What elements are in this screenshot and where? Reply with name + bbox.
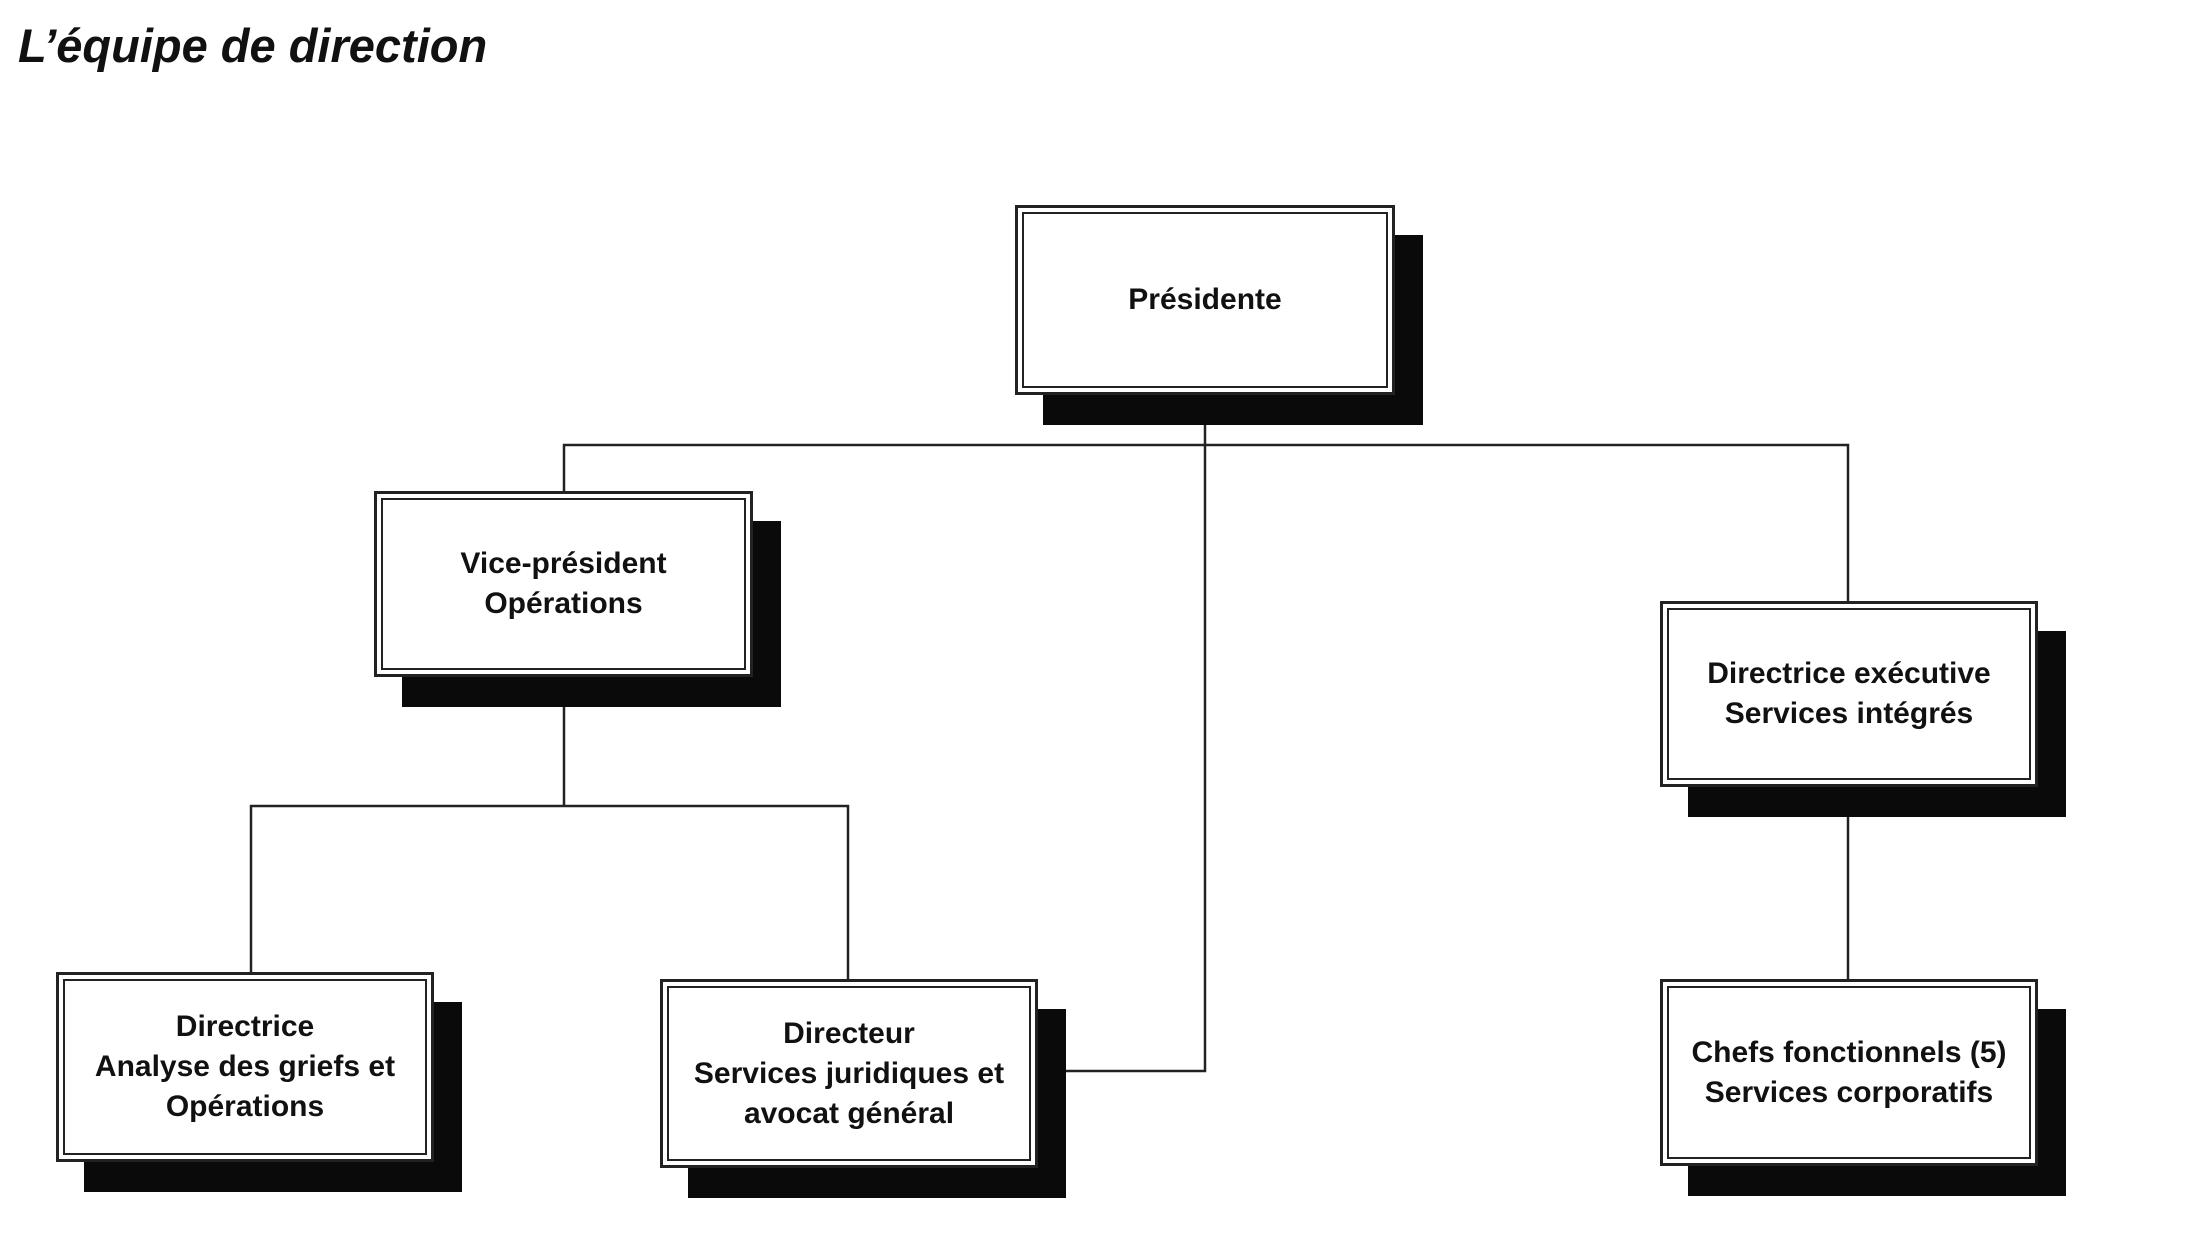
box-frame	[1015, 205, 1395, 395]
box-frame	[660, 979, 1038, 1168]
label-line: Services juridiques et	[693, 1056, 1005, 1090]
label-line: Services corporatifs	[1704, 1075, 1994, 1109]
connector-president-legal	[1038, 395, 1207, 1073]
node-functional-heads: Chefs fonctionnels (5) Services corporat…	[1660, 979, 2066, 1196]
node-director-grievances: Directrice Analyse des griefs et Opérati…	[56, 972, 462, 1192]
box-frame	[374, 491, 753, 677]
page-title: L’équipe de direction	[18, 19, 488, 72]
node-vp-operations: Vice-président Opérations	[374, 491, 781, 707]
node-label: Vice-président Opérations	[374, 491, 753, 677]
connector-vp-directors	[249, 677, 850, 979]
node-label: Présidente	[1015, 205, 1395, 395]
node-director-legal: Directeur Services juridiques et avocat …	[660, 979, 1066, 1198]
node-president: Présidente	[1015, 205, 1423, 425]
label-line: Services intégrés	[1724, 697, 1974, 730]
node-label: Directrice Analyse des griefs et Opérati…	[56, 972, 434, 1162]
box-frame	[1660, 601, 2038, 787]
label-line: Opérations	[165, 1090, 325, 1123]
node-label: Directrice exécutive Services intégrés	[1660, 601, 2038, 787]
label-line: Analyse des griefs et	[94, 1050, 396, 1083]
node-label: Directeur Services juridiques et avocat …	[660, 979, 1038, 1168]
node-label: Chefs fonctionnels (5) Services corporat…	[1660, 979, 2038, 1166]
box-frame	[56, 972, 434, 1162]
label-line: Opérations	[484, 587, 643, 620]
label-line: Présidente	[1128, 283, 1282, 316]
label-line: Chefs fonctionnels (5)	[1691, 1035, 2007, 1069]
node-exec-director: Directrice exécutive Services intégrés	[1660, 601, 2066, 817]
label-line: Directrice exécutive	[1707, 657, 1991, 690]
label-line: Directeur	[783, 1016, 915, 1050]
label-line: Directrice	[175, 1010, 315, 1043]
label-line: Vice-président	[460, 547, 667, 580]
box-frame	[1660, 979, 2038, 1166]
label-line: avocat général	[743, 1096, 955, 1130]
